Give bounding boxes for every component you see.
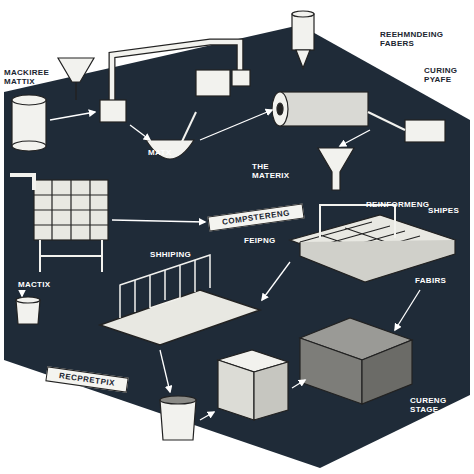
mixing-bowl (146, 140, 194, 159)
tower-grid (34, 180, 108, 240)
stage-label: MACTIX (18, 280, 62, 289)
feed-pipe (10, 175, 34, 190)
motor (405, 120, 445, 142)
flow-arrow (112, 220, 205, 222)
stage-label: FEIPNG (244, 236, 288, 245)
compression-tower (10, 175, 108, 272)
pump (100, 70, 250, 122)
roller-body (280, 92, 368, 126)
tank-bottom (12, 141, 46, 151)
cylinder-body (292, 14, 314, 50)
cured-stack (300, 318, 412, 404)
flow-arrow (200, 412, 214, 420)
flow-arrow (395, 290, 420, 330)
tank-top (12, 95, 46, 105)
flow-arrow (340, 130, 370, 146)
stage-label: MACKIREE MATTIX (4, 68, 54, 86)
pump-body (196, 70, 230, 96)
stage-label: MATX (148, 148, 188, 157)
press-frame (320, 205, 395, 238)
flow-arrow (200, 110, 272, 140)
flow-arrow (160, 350, 170, 392)
stack-right (362, 340, 412, 404)
stack-left (300, 338, 362, 404)
pump-cap (232, 70, 250, 86)
shaping-frames (100, 255, 260, 345)
press-base (300, 240, 455, 282)
tower-legs (40, 240, 102, 272)
stirrer (178, 112, 196, 150)
stage-label: REEHMNDEING FABERS (380, 30, 452, 48)
stage-label: CURING PYAFE (424, 66, 470, 84)
flow-arrow (130, 125, 150, 140)
hopper-spout (75, 82, 77, 100)
pipe-outline (112, 42, 240, 100)
flow-arrow (50, 112, 95, 120)
fiber-hopper (292, 11, 314, 68)
composite-cube (218, 350, 288, 420)
bucket-rim (160, 396, 196, 404)
stage-label: REINFORMENG (366, 200, 436, 209)
fiber-roller (272, 92, 445, 142)
matrix-bucket (16, 297, 196, 440)
roller-end (272, 92, 288, 126)
cube-right (254, 362, 288, 420)
pump-body (100, 100, 126, 122)
cube-left (218, 360, 254, 420)
matrix-tank (12, 95, 46, 151)
stage-label: SHIPES (428, 206, 470, 215)
tower-body (34, 180, 108, 240)
tank-body (12, 100, 46, 146)
flow-arrow (21, 290, 22, 296)
bucket-rim (16, 297, 40, 303)
shaping-press (290, 205, 455, 282)
drive-shaft (368, 112, 405, 130)
stage-label: FABIRS (415, 276, 459, 285)
bucket-body (160, 400, 196, 440)
flow-arrow (262, 262, 290, 300)
cylinder-top (292, 11, 314, 17)
stage-label: SHHIPING (150, 250, 200, 259)
flow-arrow (292, 380, 305, 388)
stage-label: CURENG STAGE (410, 396, 462, 414)
roller-core (277, 103, 283, 115)
frame-rack (120, 255, 210, 318)
cylinder-tip (296, 50, 310, 68)
dark-block (4, 25, 470, 468)
frame-posts (135, 260, 195, 312)
pipe (112, 42, 240, 100)
stage-label: THE MATERIX (252, 162, 300, 180)
hopper (58, 58, 94, 82)
funnel (318, 148, 354, 190)
flow-arrows (22, 110, 420, 420)
